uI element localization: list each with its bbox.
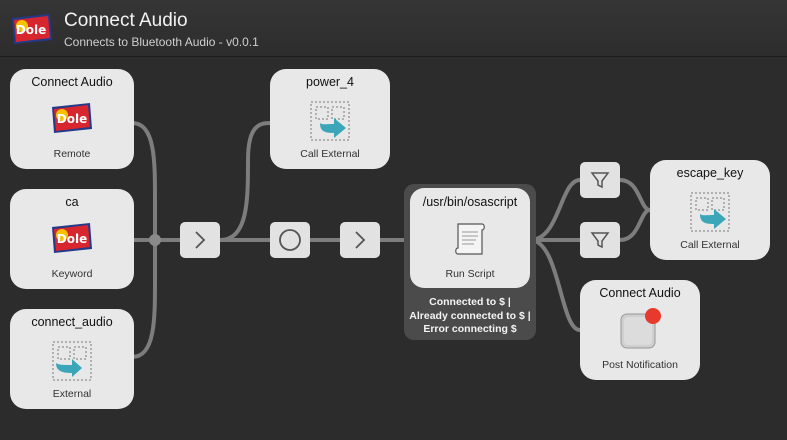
post-notification-subtitle: Post Notification	[602, 359, 678, 371]
external-trigger-subtitle: External	[52, 388, 92, 400]
circle-icon	[279, 229, 301, 251]
call-external-escape-node[interactable]: escape_key Call External	[650, 160, 770, 260]
svg-text:Dole: Dole	[16, 23, 46, 37]
run-script-output: Connected to $ | Already connected to $ …	[404, 296, 536, 337]
keyword-subtitle: Keyword	[51, 268, 93, 280]
script-scroll-icon	[455, 223, 485, 255]
call-external-power-subtitle: Call External	[300, 148, 360, 160]
remote-title: Connect Audio	[31, 75, 113, 89]
run-script-subtitle: Run Script	[445, 268, 495, 280]
dole-logo-icon: Dole	[52, 103, 92, 133]
external-trigger-node[interactable]: connect_audio External	[10, 309, 134, 409]
workflow-header: Dole Connect Audio Connects to Bluetooth…	[0, 0, 787, 57]
output-line: Error connecting $	[423, 323, 517, 335]
junction-circle-node[interactable]	[270, 222, 310, 258]
output-line: Connected to $ |	[429, 296, 511, 308]
workflow-title: Connect Audio	[64, 10, 188, 31]
keyword-title: ca	[65, 195, 79, 209]
output-line: Already connected to $ |	[409, 309, 531, 322]
remote-trigger-node[interactable]: Connect Audio Dole Remote	[10, 69, 134, 169]
call-external-power-title: power_4	[306, 75, 354, 89]
external-trigger-title: connect_audio	[31, 315, 113, 329]
dole-logo: Dole	[12, 14, 52, 44]
run-script-title: /usr/bin/osascript	[422, 195, 518, 209]
arg-chevron-node-2[interactable]	[340, 222, 380, 258]
filter-funnel-icon	[590, 232, 610, 249]
remote-subtitle: Remote	[53, 148, 91, 160]
arg-chevron-node[interactable]	[180, 222, 220, 258]
dole-logo-icon: Dole	[52, 223, 92, 253]
post-notification-title: Connect Audio	[599, 286, 681, 300]
call-external-escape-title: escape_key	[676, 166, 744, 180]
notification-icon	[620, 308, 661, 349]
post-notification-node[interactable]: Connect Audio Post Notification	[580, 280, 700, 380]
call-external-escape-subtitle: Call External	[680, 239, 740, 251]
chevron-right-icon	[355, 231, 366, 249]
external-arrow-icon	[52, 341, 92, 381]
filter-funnel-icon	[590, 172, 610, 189]
call-external-power-node[interactable]: power_4 Call External	[270, 69, 390, 169]
svg-text:Dole: Dole	[57, 232, 87, 246]
external-arrow-icon	[690, 192, 730, 232]
chevron-right-icon	[195, 231, 206, 249]
filter-node-bottom[interactable]	[580, 222, 620, 258]
filter-node-top[interactable]	[580, 162, 620, 198]
run-script-node[interactable]: /usr/bin/osascript Run Script	[410, 188, 530, 288]
workflow-subtitle: Connects to Bluetooth Audio - v0.0.1	[64, 35, 259, 49]
external-arrow-icon	[310, 101, 350, 141]
keyword-trigger-node[interactable]: ca Dole Keyword	[10, 189, 134, 289]
svg-text:Dole: Dole	[57, 112, 87, 126]
